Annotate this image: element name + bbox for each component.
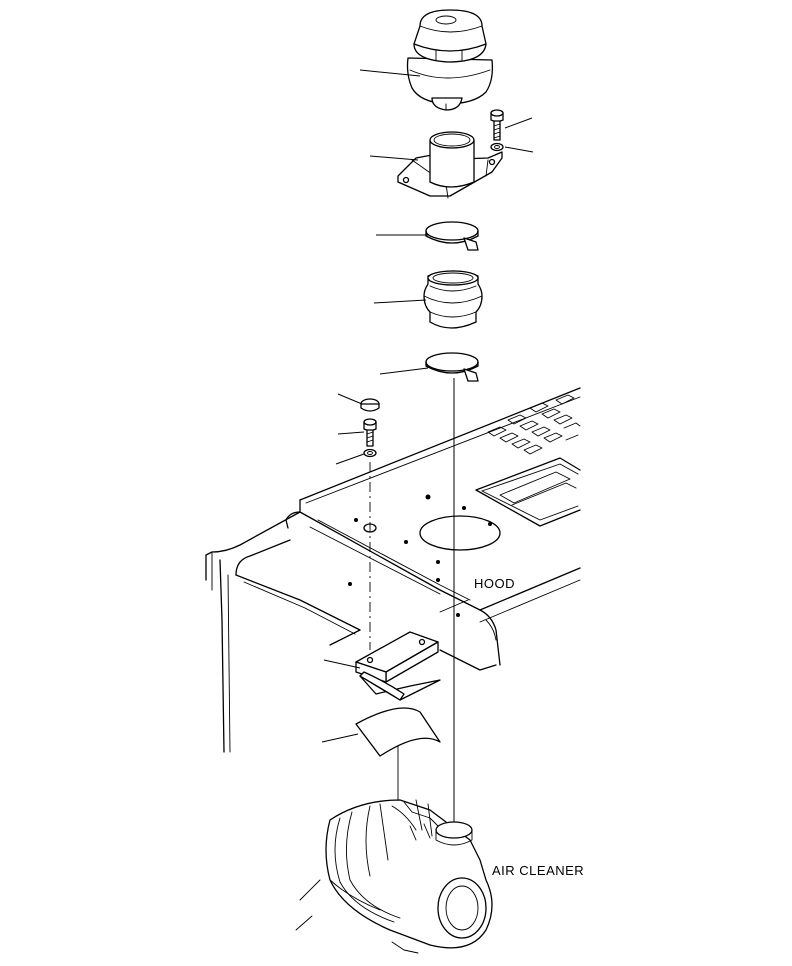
mounting-bracket — [397, 131, 503, 199]
bolt-upper — [490, 109, 504, 141]
air-cleaner — [295, 799, 493, 954]
washer-lower — [363, 448, 377, 458]
hood-opening — [419, 515, 501, 551]
assembly-centerlines — [369, 378, 455, 822]
washer-upper — [490, 142, 504, 152]
rain-cap — [406, 9, 494, 111]
air-cleaner-label: AIR CLEANER — [492, 863, 584, 878]
hose-clamp-upper — [425, 221, 479, 251]
gasket-sheet — [355, 707, 441, 757]
hood-panel — [205, 387, 581, 753]
hood-label: HOOD — [474, 576, 515, 591]
bolt-lower — [363, 418, 377, 447]
rubber-hose — [423, 270, 483, 329]
leader-lines — [321, 69, 534, 743]
plug-cap — [360, 398, 380, 412]
lower-bracket — [355, 631, 441, 701]
hose-clamp-lower — [425, 352, 479, 382]
hood-holes — [348, 494, 492, 617]
